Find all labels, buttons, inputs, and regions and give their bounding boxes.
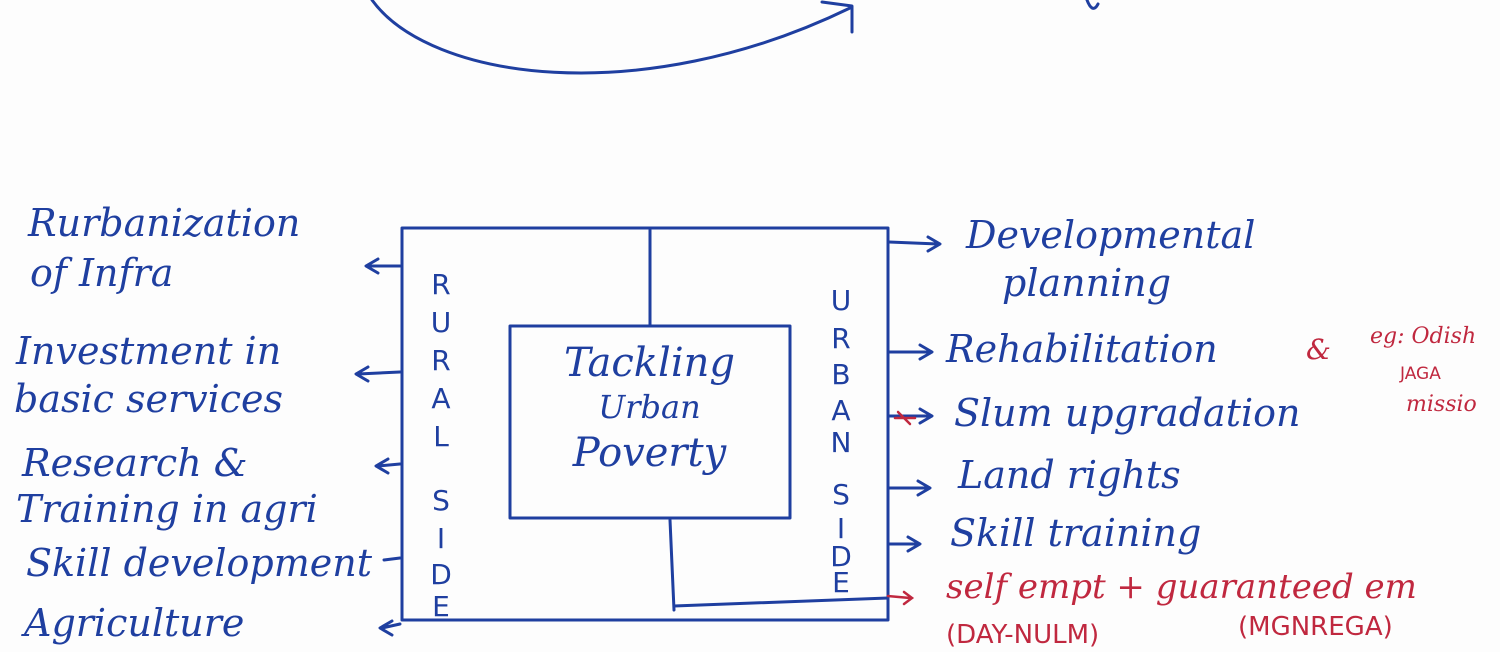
annotation-example-odisha: eg: Odish [1370, 324, 1477, 349]
rural-letter: A [431, 382, 451, 415]
center-box-title: Tackling Urban Poverty [512, 340, 787, 476]
rural-letter: D [430, 558, 452, 591]
rural-letter: U [430, 306, 452, 339]
urban-letter: N [830, 426, 852, 459]
left-item-rurbanization-line2: of Infra [30, 251, 174, 295]
rural-letter: S [432, 484, 450, 517]
urban-letter: D [830, 540, 852, 573]
urban-letter: B [831, 358, 851, 391]
right-arrows [886, 235, 942, 553]
annotation-day-nulm: (DAY-NULM) [946, 620, 1100, 650]
rural-letter: E [432, 590, 450, 623]
left-item-investment-line1: Investment in [16, 329, 282, 373]
center-box [508, 324, 792, 520]
annotation-example-jaga: JAGA [1400, 364, 1441, 384]
red-arrow [886, 590, 915, 606]
left-item-skill-development: Skill development [26, 541, 372, 585]
left-item-research-line2: Training in agri [16, 487, 318, 531]
rural-letter: R [431, 344, 451, 377]
urban-letter: R [831, 322, 851, 355]
annotation-ampersand: & [1306, 333, 1331, 366]
center-title-line3: Poverty [572, 430, 727, 476]
divider-bottom [668, 518, 676, 612]
urban-letter: I [836, 512, 846, 545]
annotation-mgnrega: (MGNREGA) [1238, 612, 1393, 642]
rural-letter: I [436, 522, 446, 555]
annotation-self-employment: self empt + guaranteed em [946, 567, 1417, 607]
rural-letter: R [431, 268, 451, 301]
bottom-rule [672, 596, 890, 608]
center-title-line1: Tackling [563, 340, 735, 386]
right-item-skill-training: Skill training [950, 511, 1202, 555]
urban-letter: E [832, 566, 850, 599]
top-right-squiggle [1085, 0, 1100, 10]
annotation-example-mission: missio [1406, 392, 1477, 417]
left-arrows [354, 257, 402, 637]
top-curved-arrowhead [820, 0, 854, 34]
urban-letter: U [830, 284, 852, 317]
right-item-rehabilitation: Rehabilitation [946, 327, 1218, 371]
center-title-line2: Urban [598, 388, 701, 426]
top-curved-arrow [370, 0, 852, 75]
left-item-investment-line2: basic services [14, 377, 284, 421]
red-cross-mark [893, 410, 917, 426]
rural-letter: L [433, 420, 449, 453]
urban-letter: S [832, 478, 850, 511]
right-item-slum-upgradation: Slum upgradation [954, 391, 1301, 435]
urban-letter: A [831, 394, 851, 427]
right-item-land-rights: Land rights [958, 453, 1181, 497]
left-item-agriculture: Agriculture [24, 601, 245, 645]
right-item-developmental-line2: planning [1002, 261, 1172, 305]
outer-frame [400, 226, 890, 622]
left-item-rurbanization-line1: Rurbanization [28, 201, 301, 245]
left-item-research-line1: Research & [22, 441, 248, 485]
right-item-developmental-line1: Developmental [966, 213, 1256, 257]
